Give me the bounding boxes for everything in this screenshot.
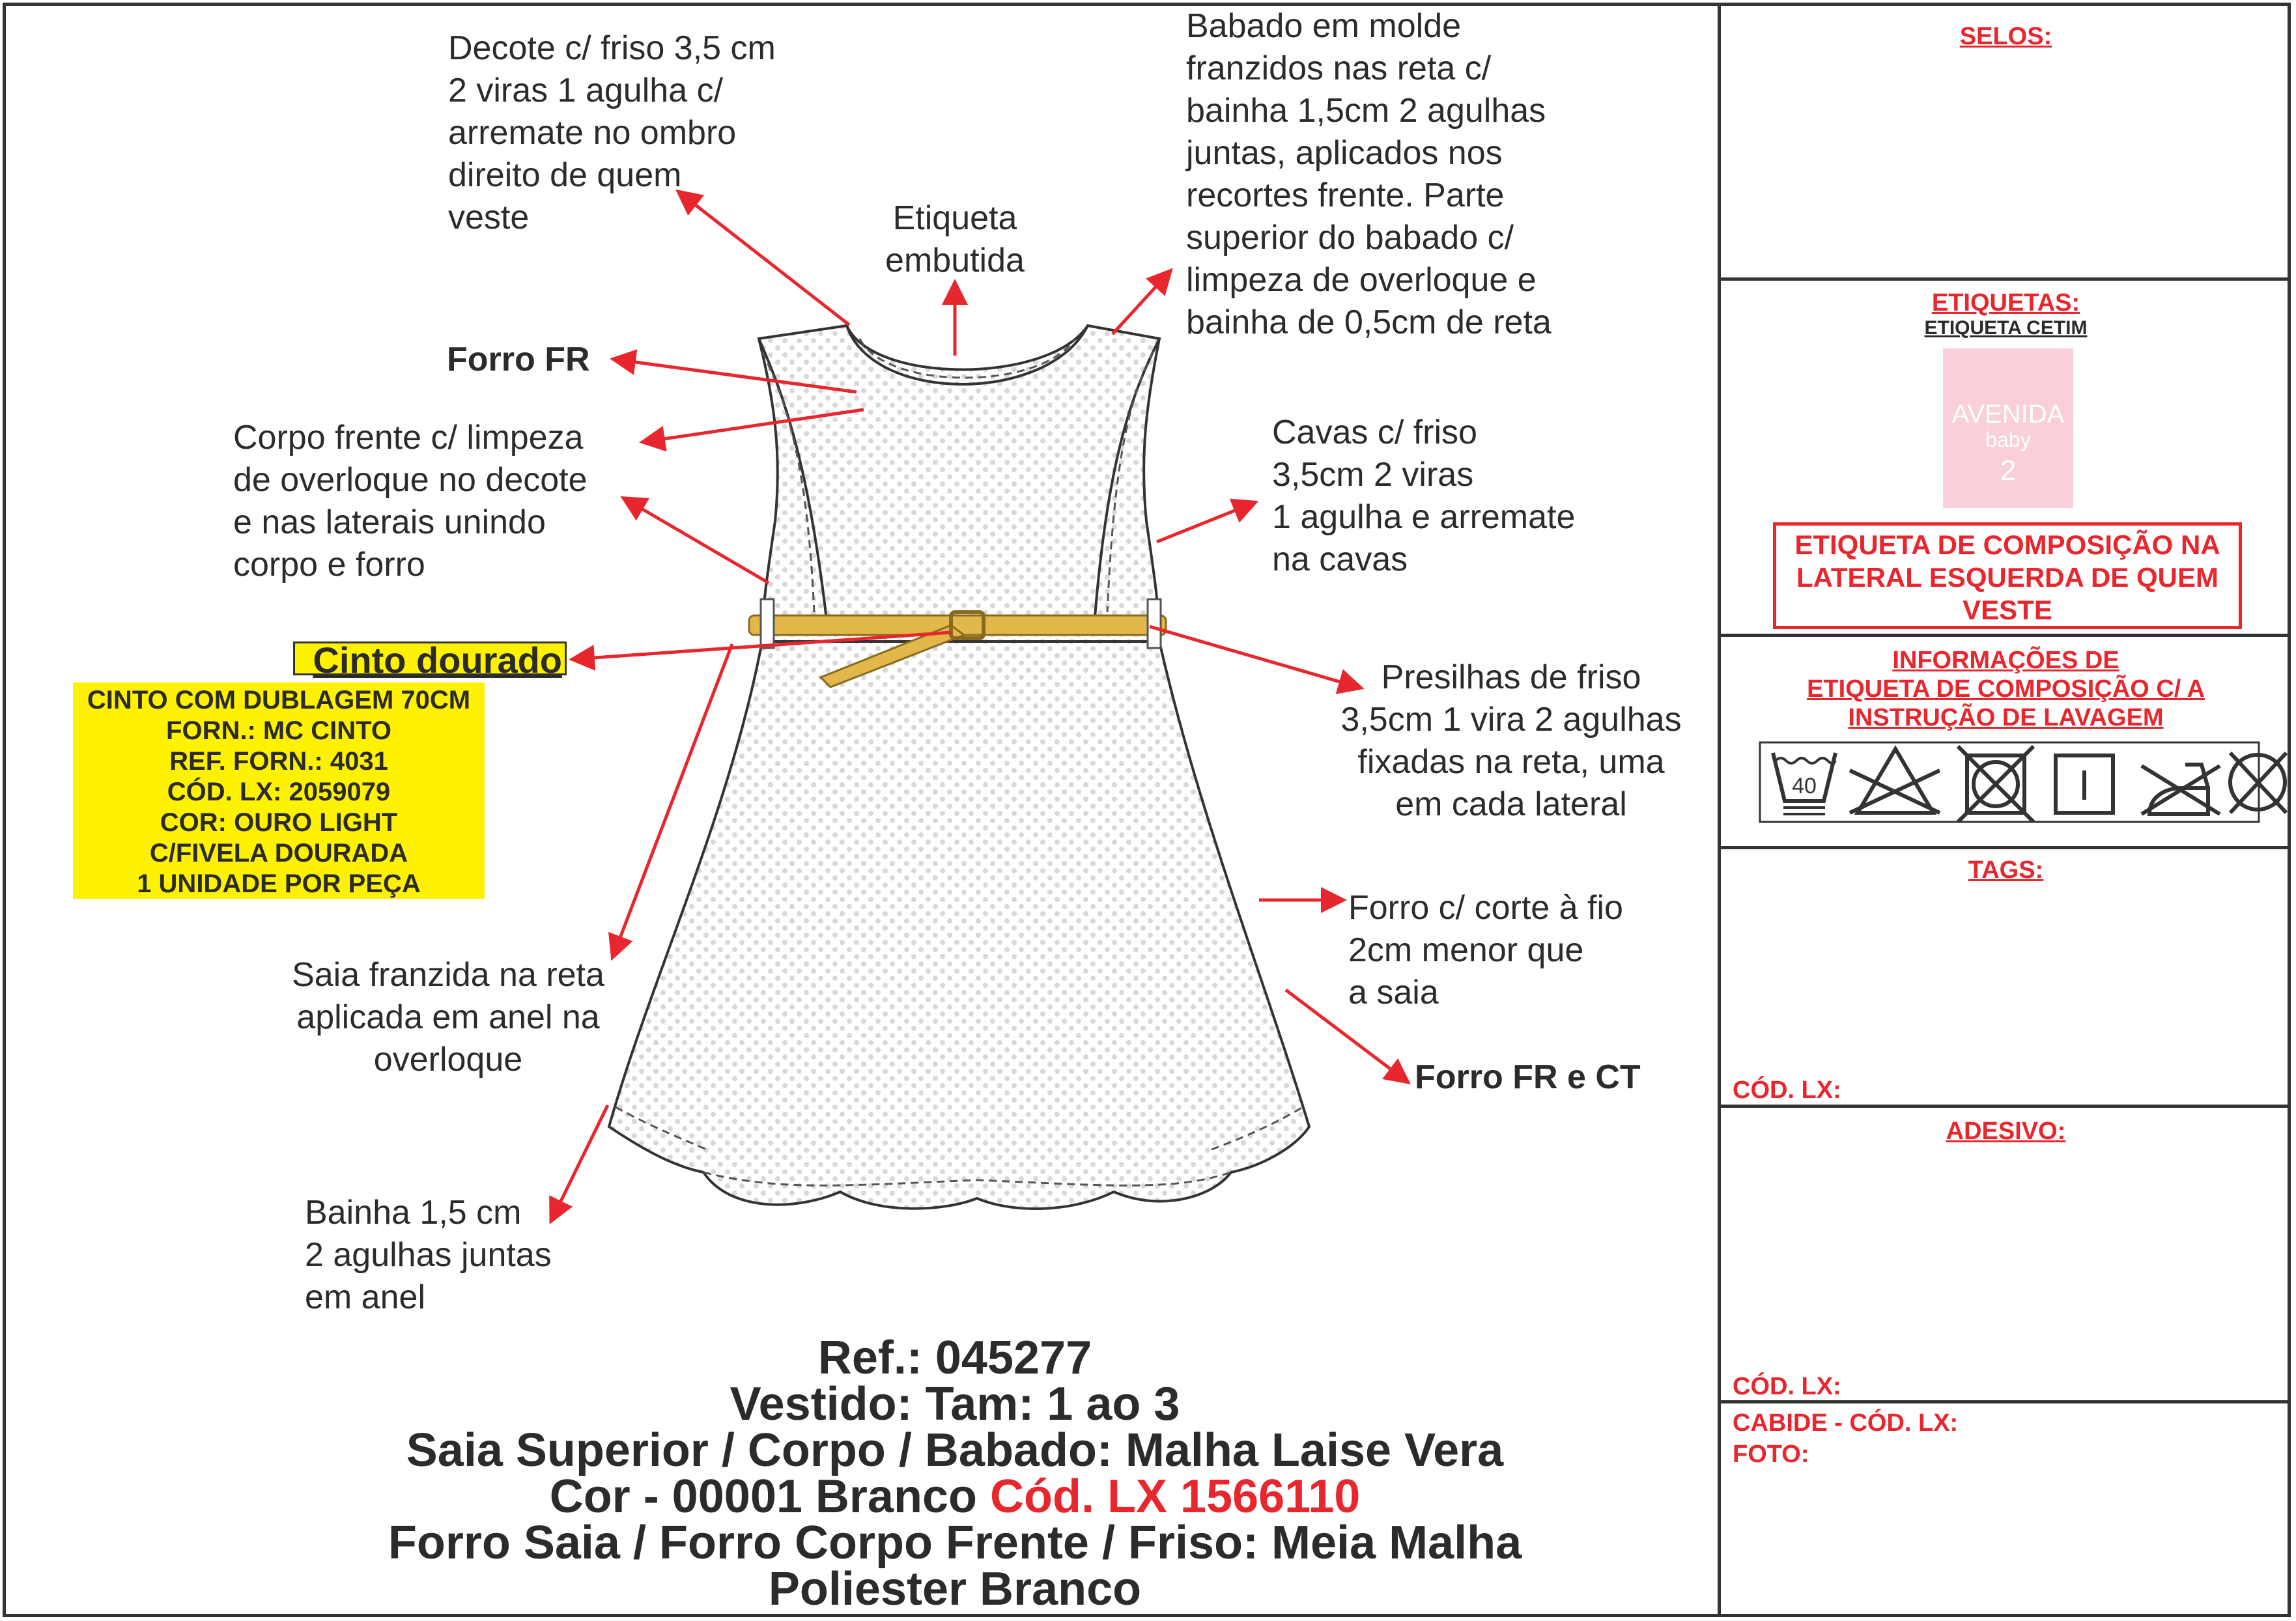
section-wash-info: INFORMAÇÕES DE ETIQUETA DE COMPOSIÇÃO C/…: [1721, 637, 2291, 849]
info-title-3: INSTRUÇÃO DE LAVAGEM: [1848, 704, 2164, 731]
color-line: Cor - 00001 Branco Cód. LX 1566110: [195, 1471, 1714, 1523]
info-title-2: ETIQUETA DE COMPOSIÇÃO C/ A: [1807, 675, 2205, 703]
belt-info-line: 1 UNIDADE POR PEÇA: [137, 869, 421, 898]
label-size: 2: [2000, 455, 2017, 486]
arrow-corpo-lateral: [620, 496, 770, 585]
note-bainha: Bainha 1,5 cm 2 agulhas juntas em anel: [305, 1194, 552, 1316]
svg-text:40: 40: [1792, 774, 1817, 798]
note-cavas: Cavas c/ friso 3,5cm 2 viras 1 agulha e …: [1272, 414, 1576, 578]
label-brand: AVENIDA: [1951, 400, 2065, 429]
belt: [748, 598, 1167, 688]
etiqueta-cetim-label: ETIQUETA CETIM: [1924, 317, 2088, 339]
arrow-corpo-frente: [639, 408, 864, 452]
line-dry-icon: [2054, 754, 2115, 815]
note-etiqueta-embutida: Etiqueta embutida: [885, 199, 1025, 279]
lining-info-2: Poliester Branco: [768, 1563, 1142, 1615]
tags-cod-lx: CÓD. LX:: [1733, 1077, 1841, 1104]
note-forro-corte: Forro c/ corte à fio 2cm menor que a sai…: [1348, 889, 1623, 1011]
color-name: Cor - 00001 Branco: [549, 1471, 977, 1523]
belt-loop-right: [1146, 598, 1162, 649]
sheet-border: [3, 3, 2291, 1617]
note-forro-fr-ct: Forro FR e CT: [1415, 1058, 1641, 1096]
cabide-cod-lx: CABIDE - CÓD. LX:: [1733, 1409, 1959, 1437]
section-selos: SELOS:: [1721, 3, 2291, 281]
adesivo-heading: ADESIVO:: [1946, 1118, 2066, 1145]
belt-info-line: CÓD. LX: 2059079: [167, 778, 391, 806]
etiquetas-heading: ETIQUETAS:: [1931, 289, 2080, 317]
label-cinto-dourado: Cinto dourado: [293, 641, 567, 679]
arrow-babado: [1111, 268, 1173, 335]
note-corpo-frente: Corpo frente c/ limpeza de overloque no …: [233, 419, 588, 584]
belt-info-box: CINTO COM DUBLAGEM 70CM FORN.: MC CINTO …: [73, 683, 485, 899]
note-saia: Saia franzida na reta aplicada em anel n…: [292, 956, 604, 1078]
section-etiquetas: ETIQUETAS: ETIQUETA CETIM AVENIDA baby 2…: [1721, 281, 2291, 637]
lining-info: Forro Saia / Forro Corpo Frente / Friso:…: [388, 1517, 1522, 1569]
title-block: Ref.: 045277 Vestido: Tam: 1 ao 3 Saia S…: [195, 1332, 1714, 1615]
belt-loop-left: [759, 598, 775, 649]
note-forro-fr: Forro FR: [447, 341, 590, 378]
do-not-iron-icon: [2140, 763, 2221, 816]
dress-skirt: [607, 640, 1311, 1210]
wash-40-gentle-icon: 40: [1771, 752, 1837, 815]
fabric-info: Saia Superior / Corpo / Babado: Malha La…: [406, 1424, 1504, 1476]
arrow-forro-fr-ct: [1284, 989, 1411, 1085]
arrow-presilhas: [1149, 625, 1365, 694]
dress-technical-drawing: [549, 189, 1411, 1224]
arrow-saia: [608, 643, 734, 961]
tags-heading: TAGS:: [1968, 856, 2044, 884]
section-adesivo: ADESIVO: CÓD. LX:: [1721, 1108, 2291, 1403]
label-sub: baby: [1985, 428, 2031, 451]
specs-panel: SELOS: ETIQUETAS: ETIQUETA CETIM AVENIDA…: [1718, 3, 2291, 1617]
belt-info-line: COR: OURO LIGHT: [160, 808, 398, 837]
composition-note: ETIQUETA DE COMPOSIÇÃO NA LATERAL ESQUER…: [1773, 522, 2242, 629]
arrow-cinto: [569, 630, 952, 671]
arrow-cavas: [1156, 498, 1259, 544]
care-symbols: 40: [1759, 741, 2260, 823]
foto-label: FOTO:: [1733, 1441, 1809, 1468]
do-not-bleach-icon: [1849, 745, 1941, 815]
product-name: Vestido: Tam: 1 ao 3: [730, 1378, 1180, 1430]
note-presilhas: Presilhas de friso 3,5cm 1 vira 2 agulha…: [1340, 658, 1682, 823]
belt-info-line: REF. FORN.: 4031: [169, 747, 388, 776]
selos-heading: SELOS:: [1959, 23, 2052, 50]
satin-label-sample: AVENIDA baby 2: [1943, 348, 2073, 508]
section-tags: TAGS: CÓD. LX:: [1721, 849, 2291, 1108]
belt-info-line: C/FIVELA DOURADA: [149, 839, 408, 867]
color-code: Cód. LX 1566110: [989, 1471, 1361, 1523]
section-cabide: CABIDE - CÓD. LX: FOTO:: [1721, 1403, 2291, 1618]
arrow-forro-fr: [610, 349, 857, 394]
annotation-arrows: [549, 189, 1411, 1224]
arrow-decote: [675, 189, 851, 326]
note-babado: Babado em molde franzidos nas reta c/ ba…: [1186, 7, 1552, 341]
note-decote: Decote c/ friso 3,5 cm 2 viras 1 agulha …: [448, 29, 776, 236]
do-not-tumble-dry-icon: [1956, 744, 2035, 823]
dress-bodice: [757, 324, 1161, 643]
adesivo-cod-lx: CÓD. LX:: [1733, 1373, 1841, 1400]
arrow-bainha: [549, 1104, 610, 1224]
info-title-1: INFORMAÇÕES DE: [1892, 647, 2119, 674]
belt-buckle: [949, 610, 985, 640]
belt-info-line: CINTO COM DUBLAGEM 70CM: [87, 686, 471, 714]
ref-number: Ref.: 045277: [817, 1332, 1092, 1384]
do-not-dry-clean-icon: [2228, 751, 2288, 815]
belt-info-line: FORN.: MC CINTO: [166, 716, 391, 745]
